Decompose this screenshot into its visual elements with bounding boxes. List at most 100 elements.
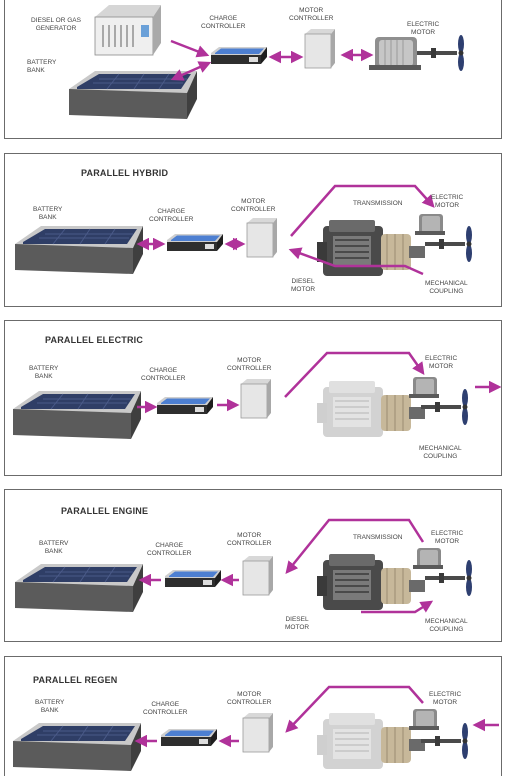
transmission-label-line1: TRANSMISSION	[353, 534, 403, 541]
motorctrl-label-line2: CONTROLLER	[231, 205, 276, 213]
diagram-panel-parallel-hybrid: PARALLEL HYBRID BATTERY BANK CHARGE CONT…	[4, 153, 502, 307]
diagram-panel-parallel-engine: PARALLEL ENGINE BATTERV BANK CHARGE CONT…	[4, 489, 502, 642]
electric-label-line1: ELECTRIC	[425, 355, 458, 362]
electric-motor-label: ELECTRIC MOTOR	[431, 530, 463, 545]
electric-label-line1: ELECTRIC	[431, 194, 464, 201]
coupling-label-line1: MECHANICAL	[419, 445, 462, 452]
diesel-label-line2: MOTOR	[285, 623, 310, 631]
charge-controller-label: CHARGE CONTROLLER	[141, 367, 185, 382]
generator-label: DIESEL OR GAS GENERATOR	[31, 17, 81, 32]
charge-label-line2: CONTROLLER	[147, 549, 192, 557]
diesel-label-line2: MOTOR	[291, 285, 316, 293]
charge-label-line1: CHARGE	[157, 208, 186, 215]
generator-label-line2: GENERATOR	[35, 24, 77, 32]
battery-bank-illustration	[12, 390, 142, 440]
battery-label-line2: BANK	[44, 547, 63, 555]
battery-label-line1: BATTERV	[39, 540, 69, 547]
transmission-label: TRANSMISSION	[353, 200, 402, 208]
motor-controller-label: MOTOR CONTROLLER	[231, 198, 275, 213]
coupling-label-line2: COUPLING	[423, 452, 458, 460]
battery-label-line1: BATTERY	[35, 699, 65, 706]
electric-motor-illustration	[409, 709, 439, 730]
arrow-motorctrl-transmission	[290, 184, 435, 237]
panel-regen-drawing	[12, 685, 499, 772]
electric-label-line2: MOTOR	[435, 537, 460, 545]
motorctrl-label-line1: MOTOR	[241, 198, 266, 205]
motorctrl-label-line1: MOTOR	[237, 691, 262, 698]
charge-label-line2: CONTROLLER	[201, 22, 246, 30]
panel-electric-title: PARALLEL ELECTRIC	[45, 335, 144, 345]
generator-illustration	[94, 5, 161, 56]
mechanical-coupling-label: MECHANICAL COUPLING	[419, 445, 462, 460]
battery-label: BATTERV BANK	[39, 540, 68, 555]
battery-label-line2: BANK	[34, 372, 53, 380]
electric-motor-illustration	[415, 214, 445, 235]
electric-label-line1: ELECTRIC	[431, 530, 464, 537]
charge-controller-illustration	[161, 729, 217, 746]
panel-series-drawing	[68, 5, 464, 120]
motor-controller-illustration	[246, 217, 278, 258]
panel-regen-title: PARALLEL REGEN	[33, 675, 118, 685]
charge-label-line2: CONTROLLER	[143, 708, 188, 716]
battery-label-line2: BANK	[27, 66, 45, 74]
diesel-engine-illustration	[316, 553, 426, 611]
diesel-label-line1: DIESEL	[285, 616, 309, 623]
battery-label-line2: BANK	[38, 213, 57, 221]
electric-label-line2: MOTOR	[429, 362, 454, 370]
arrow-motor-to-motorctrl	[285, 518, 425, 574]
charge-label-line2: CONTROLLER	[149, 215, 194, 223]
diagram-panel-parallel-electric: PARALLEL ELECTRIC BATTERY BANK CHARGE CO…	[4, 320, 502, 476]
diesel-motor-label: DIESEL MOTOR	[285, 616, 309, 631]
transmission-label-line1: TRANSMISSION	[353, 200, 403, 207]
battery-bank-illustration	[14, 563, 144, 613]
electric-label-line1: ELECTRIC	[429, 691, 462, 698]
charge-label-line1: CHARGE	[155, 542, 184, 549]
diagram-panel-series: DIESEL OR GAS GENERATOR BATTERY BANK CHA…	[4, 0, 502, 139]
motor-controller-label: MOTOR CONTROLLER	[289, 7, 333, 22]
electric-motor-label: ELECTRIC MOTOR	[407, 21, 439, 36]
diesel-motor-label: DIESEL MOTOR	[291, 278, 315, 293]
motor-controller-label: MOTOR CONTROLLER	[227, 532, 271, 547]
motor-controller-label: MOTOR CONTROLLER	[227, 357, 271, 372]
panel-hybrid-title: PARALLEL HYBRID	[81, 168, 169, 178]
mechanical-coupling-label: MECHANICAL COUPLING	[425, 280, 468, 295]
motorctrl-label-line1: MOTOR	[237, 532, 262, 539]
panel-engine-title: PARALLEL ENGINE	[61, 506, 149, 516]
charge-label-line1: CHARGE	[151, 701, 180, 708]
diagram-panel-parallel-regen: PARALLEL REGEN BATTERY BANK CHARGE CONTR…	[4, 656, 502, 776]
motorctrl-label-line2: CONTROLLER	[227, 539, 272, 547]
transmission-label: TRANSMISSION	[353, 534, 402, 542]
motorctrl-label-line2: CONTROLLER	[227, 364, 272, 372]
charge-controller-illustration	[165, 570, 221, 587]
arrow-motorctrl-motor-lower	[288, 247, 424, 276]
electric-motor-label: ELECTRIC MOTOR	[431, 194, 463, 209]
arrow-charge-battery	[170, 61, 212, 81]
charge-controller-illustration	[167, 234, 223, 251]
coupling-label-line2: COUPLING	[429, 287, 464, 295]
battery-label-line1: BATTERY	[29, 365, 59, 372]
battery-label: BATTERY BANK	[27, 59, 56, 74]
electric-label-line2: MOTOR	[435, 201, 460, 209]
battery-label-line2: BANK	[40, 706, 59, 714]
electric-motor-label: ELECTRIC MOTOR	[425, 355, 457, 370]
motorctrl-label-line2: CONTROLLER	[289, 14, 334, 22]
charge-label-line1: CHARGE	[209, 15, 238, 22]
charge-controller-illustration	[157, 397, 213, 414]
motor-controller-illustration	[242, 555, 274, 596]
propeller-shaft-illustration	[417, 35, 464, 71]
charge-controller-label: CHARGE CONTROLLER	[201, 15, 245, 30]
arrow-motorctrl-electric-motor	[284, 351, 425, 398]
battery-bank-illustration	[12, 722, 142, 772]
motor-controller-illustration	[242, 712, 274, 753]
electric-motor-label: ELECTRIC MOTOR	[429, 691, 461, 706]
battery-label: BATTERY BANK	[33, 206, 62, 221]
motorctrl-label-line1: MOTOR	[237, 357, 262, 364]
motor-controller-label: MOTOR CONTROLLER	[227, 691, 271, 706]
mechanical-coupling-label: MECHANICAL COUPLING	[425, 618, 468, 633]
arrow-motor-to-motorctrl	[285, 685, 424, 733]
electric-label-line2: MOTOR	[433, 698, 458, 706]
generator-label-line1: DIESEL OR GAS	[31, 17, 81, 24]
motorctrl-label-line1: MOTOR	[299, 7, 324, 14]
coupling-label-line1: MECHANICAL	[425, 280, 468, 287]
electric-label-line1: ELECTRIC	[407, 21, 440, 28]
